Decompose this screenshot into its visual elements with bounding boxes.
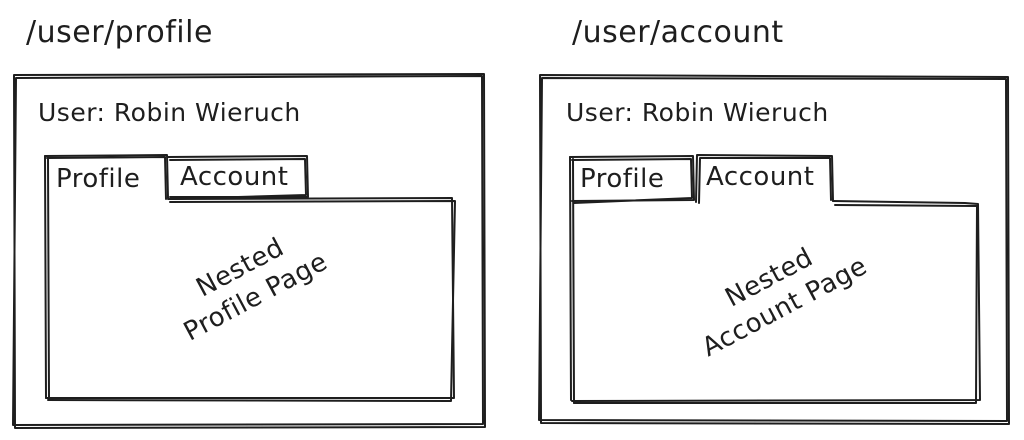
tab-profile[interactable]: Profile bbox=[580, 164, 665, 194]
tab-profile[interactable]: Profile bbox=[56, 164, 141, 194]
user-label: User: Robin Wieruch bbox=[566, 98, 829, 127]
nested-page-label: Nested Profile Page bbox=[136, 202, 361, 363]
route-label: /user/profile bbox=[26, 15, 213, 50]
user-label: User: Robin Wieruch bbox=[38, 98, 301, 127]
route-label: /user/account bbox=[572, 15, 784, 50]
window-frame-account bbox=[538, 74, 1010, 425]
tab-account[interactable]: Account bbox=[706, 162, 815, 192]
nested-page-label: Nested Account Page bbox=[660, 210, 894, 375]
tab-account[interactable]: Account bbox=[180, 162, 289, 192]
